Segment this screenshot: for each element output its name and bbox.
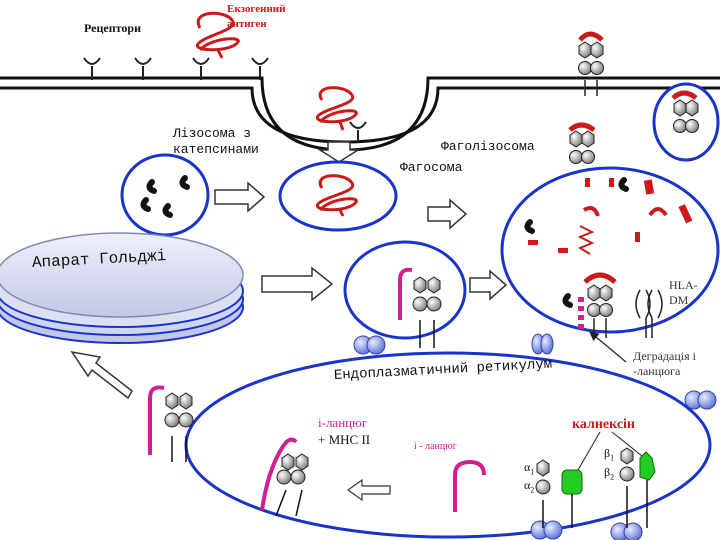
alpha2-symbol: α: [524, 478, 531, 492]
receptor: [251, 57, 269, 80]
phagolysosome: [500, 166, 720, 338]
ichain-mhc-complex: [260, 437, 309, 517]
label-degradation-line2: -ланцюга: [633, 364, 681, 378]
internalized-antigen: [316, 86, 358, 131]
lysosome: [120, 153, 210, 237]
label-phagosome: Фагосома: [400, 160, 463, 175]
beta2-subscript: 2: [610, 472, 615, 482]
label-exogenous-antigen-line2: антиген: [227, 18, 267, 30]
arrow-vesicle-to-phagolysosome: [469, 269, 508, 301]
hla-dm: [635, 289, 663, 338]
label-lysosome-line2: катепсинами: [173, 142, 259, 157]
receptors: [83, 57, 367, 142]
cathepsins: [140, 175, 190, 218]
label-hla-dm-line1: HLA-: [669, 278, 698, 292]
alpha2-subscript: 2: [530, 485, 535, 495]
label-i-chain: і - ланцюг: [414, 441, 457, 452]
arrow-golgi-to-vesicle: [261, 266, 334, 302]
free-i-chain: [453, 459, 486, 512]
exogenous-antigen: [196, 11, 240, 59]
receptor: [83, 57, 101, 80]
degradation-pointer: [589, 331, 627, 363]
alpha1-subscript: 1: [530, 467, 535, 477]
receptor: [134, 57, 152, 80]
arrow-phagosome-to-phagolysosome: [427, 198, 468, 230]
beta1-symbol: β: [604, 446, 611, 460]
arrow-lysosome-to-phagosome: [214, 181, 266, 213]
arrow-down: [317, 141, 361, 163]
label-lysosome-line1: Лізосома з: [173, 126, 252, 141]
label-alpha1: α1: [524, 460, 534, 476]
arrow-er-assembly: [346, 478, 391, 502]
label-degradation-line1: Деградація і: [633, 349, 696, 363]
label-calnexin: калнексін: [572, 417, 635, 432]
transport-vesicle: [343, 240, 467, 348]
label-ichain-mhc-line1: і-ланцюг: [318, 415, 368, 430]
exported-mhc: [148, 385, 194, 462]
label-beta1: β1: [604, 446, 614, 462]
calnexin-pointer: [577, 431, 601, 471]
label-exogenous-antigen-line1: Екзогенний: [227, 3, 286, 15]
mhc-on-phagolysosome: [568, 122, 596, 164]
label-hla-dm-line2: DM: [669, 293, 689, 307]
label-phagolysosome: Фаголізосома: [441, 139, 535, 154]
recycling-vesicle: [652, 82, 720, 162]
label-beta2: β2: [604, 465, 614, 481]
beta1-subscript: 1: [610, 453, 615, 463]
beta2-symbol: β: [604, 465, 611, 479]
alpha-chain-calnexin: [535, 459, 583, 528]
ribosomes: [353, 333, 717, 540]
arrow-er-to-golgi: [70, 350, 133, 400]
receptor: [349, 121, 367, 142]
mhc-dimer: [583, 272, 617, 338]
plasma-membrane: [0, 76, 720, 152]
label-ichain-mhc-line2: + МНС ІІ: [318, 432, 371, 447]
calnexin-pointer: [611, 431, 643, 457]
golgi-apparatus: [0, 232, 244, 344]
phagosome: [278, 160, 398, 232]
receptor: [192, 57, 210, 80]
label-alpha2: α2: [524, 478, 534, 494]
surface-mhc: [578, 31, 604, 96]
label-receptors: Рецептори: [84, 21, 141, 35]
alpha1-symbol: α: [524, 460, 531, 474]
beta-chain-calnexin: [619, 447, 656, 528]
